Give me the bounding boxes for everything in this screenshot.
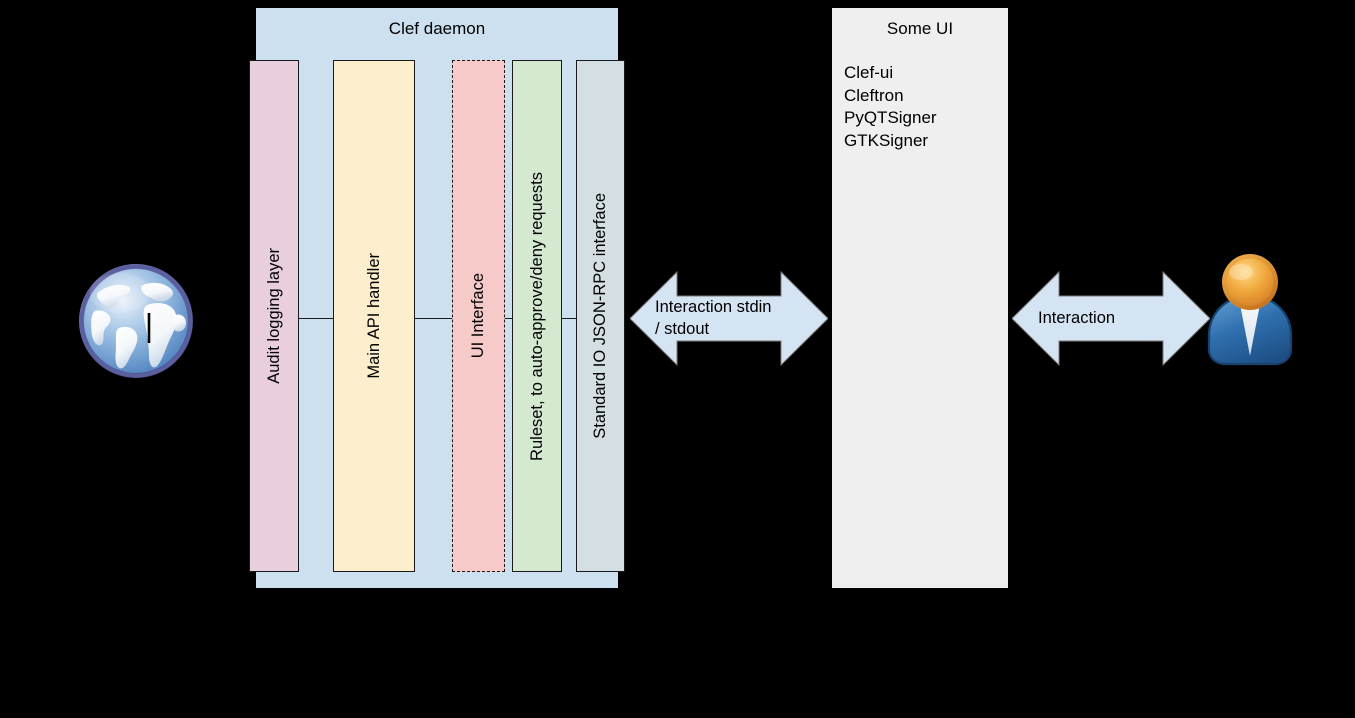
component-audit-logging-layer[interactable]: Audit logging layer (249, 60, 299, 572)
component-label: Main API handler (364, 253, 383, 379)
component-main-api-handler[interactable]: Main API handler (333, 60, 415, 572)
component-ui-interface[interactable]: UI Interface (452, 60, 505, 572)
component-label: Audit logging layer (264, 248, 283, 384)
connector-line (504, 318, 513, 319)
connector-line (298, 318, 334, 319)
arrow-stdin-stdout-label: Interaction stdin / stdout (655, 298, 772, 338)
component-label: Standard IO JSON-RPC interface (591, 193, 610, 439)
component-label: UI Interface (469, 273, 488, 359)
some-ui-list: Clef-ui Cleftron PyQTSigner GTKSigner (844, 62, 1008, 152)
list-item[interactable]: Clef-ui (844, 63, 894, 82)
some-ui-title: Some UI (886, 19, 954, 38)
connector-line (561, 318, 577, 319)
clef-daemon-container (256, 8, 618, 588)
component-standard-io-jsonrpc-interface[interactable]: Standard IO JSON-RPC interface (576, 60, 625, 572)
component-label: Ruleset, to auto-approve/deny requests (527, 171, 546, 461)
component-ruleset[interactable]: Ruleset, to auto-approve/deny requests (512, 60, 562, 572)
list-item[interactable]: Cleftron (844, 85, 904, 105)
arrow-interaction-label: Interaction (1038, 309, 1116, 327)
some-ui-panel: Some UI Clef-ui Cleftron PyQTSigner GTKS… (832, 8, 1008, 588)
list-item[interactable]: PyQTSigner (844, 108, 937, 127)
connector-line (414, 318, 453, 319)
user-icon (1203, 252, 1297, 368)
clef-daemon-title: Clef daemon (388, 19, 486, 38)
globe-icon (75, 255, 197, 383)
list-item[interactable]: GTKSigner (844, 130, 929, 150)
